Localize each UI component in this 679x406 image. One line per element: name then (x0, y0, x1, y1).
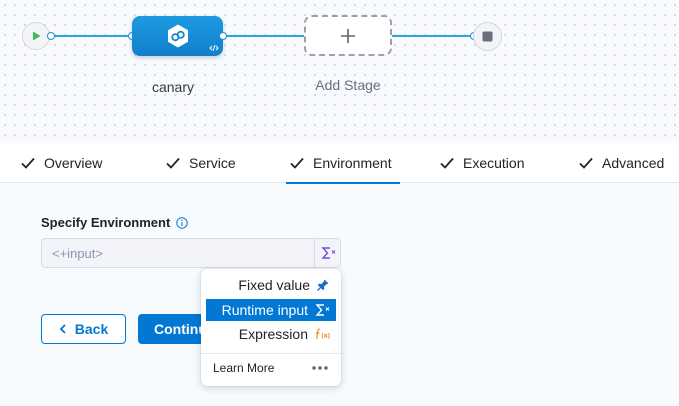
check-icon (166, 157, 180, 169)
add-stage-button[interactable] (304, 15, 392, 56)
pin-icon (317, 279, 329, 291)
tab-service[interactable]: Service (166, 143, 236, 183)
stop-icon (482, 31, 493, 42)
back-button-label: Back (74, 321, 109, 337)
tab-label: Service (189, 155, 236, 171)
stage-card-canary[interactable] (132, 16, 223, 56)
tab-environment[interactable]: Environment (286, 143, 400, 184)
input-type-menu: Fixed value Runtime input Expression Lea… (201, 269, 341, 386)
pipeline-end-node (473, 22, 502, 51)
environment-label-text: Specify Environment (41, 215, 171, 230)
tab-label: Execution (463, 155, 525, 171)
back-button[interactable]: Back (41, 314, 126, 344)
tab-overview[interactable]: Overview (21, 143, 102, 183)
code-badge-icon (209, 44, 219, 52)
check-icon (579, 157, 593, 169)
play-icon (33, 31, 41, 41)
environment-input[interactable] (41, 238, 315, 268)
menu-item-label: Runtime input (221, 302, 308, 318)
tab-advanced[interactable]: Advanced (579, 143, 664, 183)
menu-item-label: Expression (238, 326, 308, 342)
start-port (47, 32, 55, 40)
menu-item-expression[interactable]: Expression (206, 323, 336, 345)
menu-item-label: Fixed value (238, 277, 310, 293)
stage-output-port (219, 32, 227, 40)
tab-execution[interactable]: Execution (440, 143, 524, 183)
check-icon (290, 157, 304, 169)
check-icon (440, 157, 454, 169)
plus-icon (341, 28, 355, 43)
add-stage-label: Add Stage (315, 77, 381, 93)
function-icon (315, 328, 330, 340)
learn-more-link[interactable]: Learn More (213, 361, 275, 375)
menu-divider (201, 353, 341, 354)
pipeline-connector (50, 35, 132, 37)
tab-label: Advanced (602, 155, 665, 171)
more-options-icon[interactable] (311, 364, 329, 372)
input-type-toggle-button[interactable] (314, 238, 341, 268)
tab-label: Environment (313, 155, 392, 171)
sigma-icon (315, 304, 330, 316)
info-icon[interactable] (176, 216, 189, 229)
deployment-stage-icon (167, 24, 188, 48)
pipeline-connector (223, 35, 304, 37)
menu-item-runtime-input[interactable]: Runtime input (206, 299, 336, 321)
environment-field-label: Specify Environment (41, 215, 189, 230)
tab-label: Overview (44, 155, 103, 171)
pipeline-start-node (22, 22, 50, 50)
pipeline-connector (392, 35, 473, 37)
stage-label: canary (151, 79, 195, 95)
menu-item-fixed-value[interactable]: Fixed value (206, 274, 336, 296)
pipeline-canvas: canary Add Stage (0, 0, 679, 143)
sigma-icon (320, 247, 335, 259)
check-icon (21, 157, 35, 169)
chevron-left-icon (59, 324, 66, 334)
stage-tabs: Overview Service Environment Execution A… (0, 143, 679, 184)
